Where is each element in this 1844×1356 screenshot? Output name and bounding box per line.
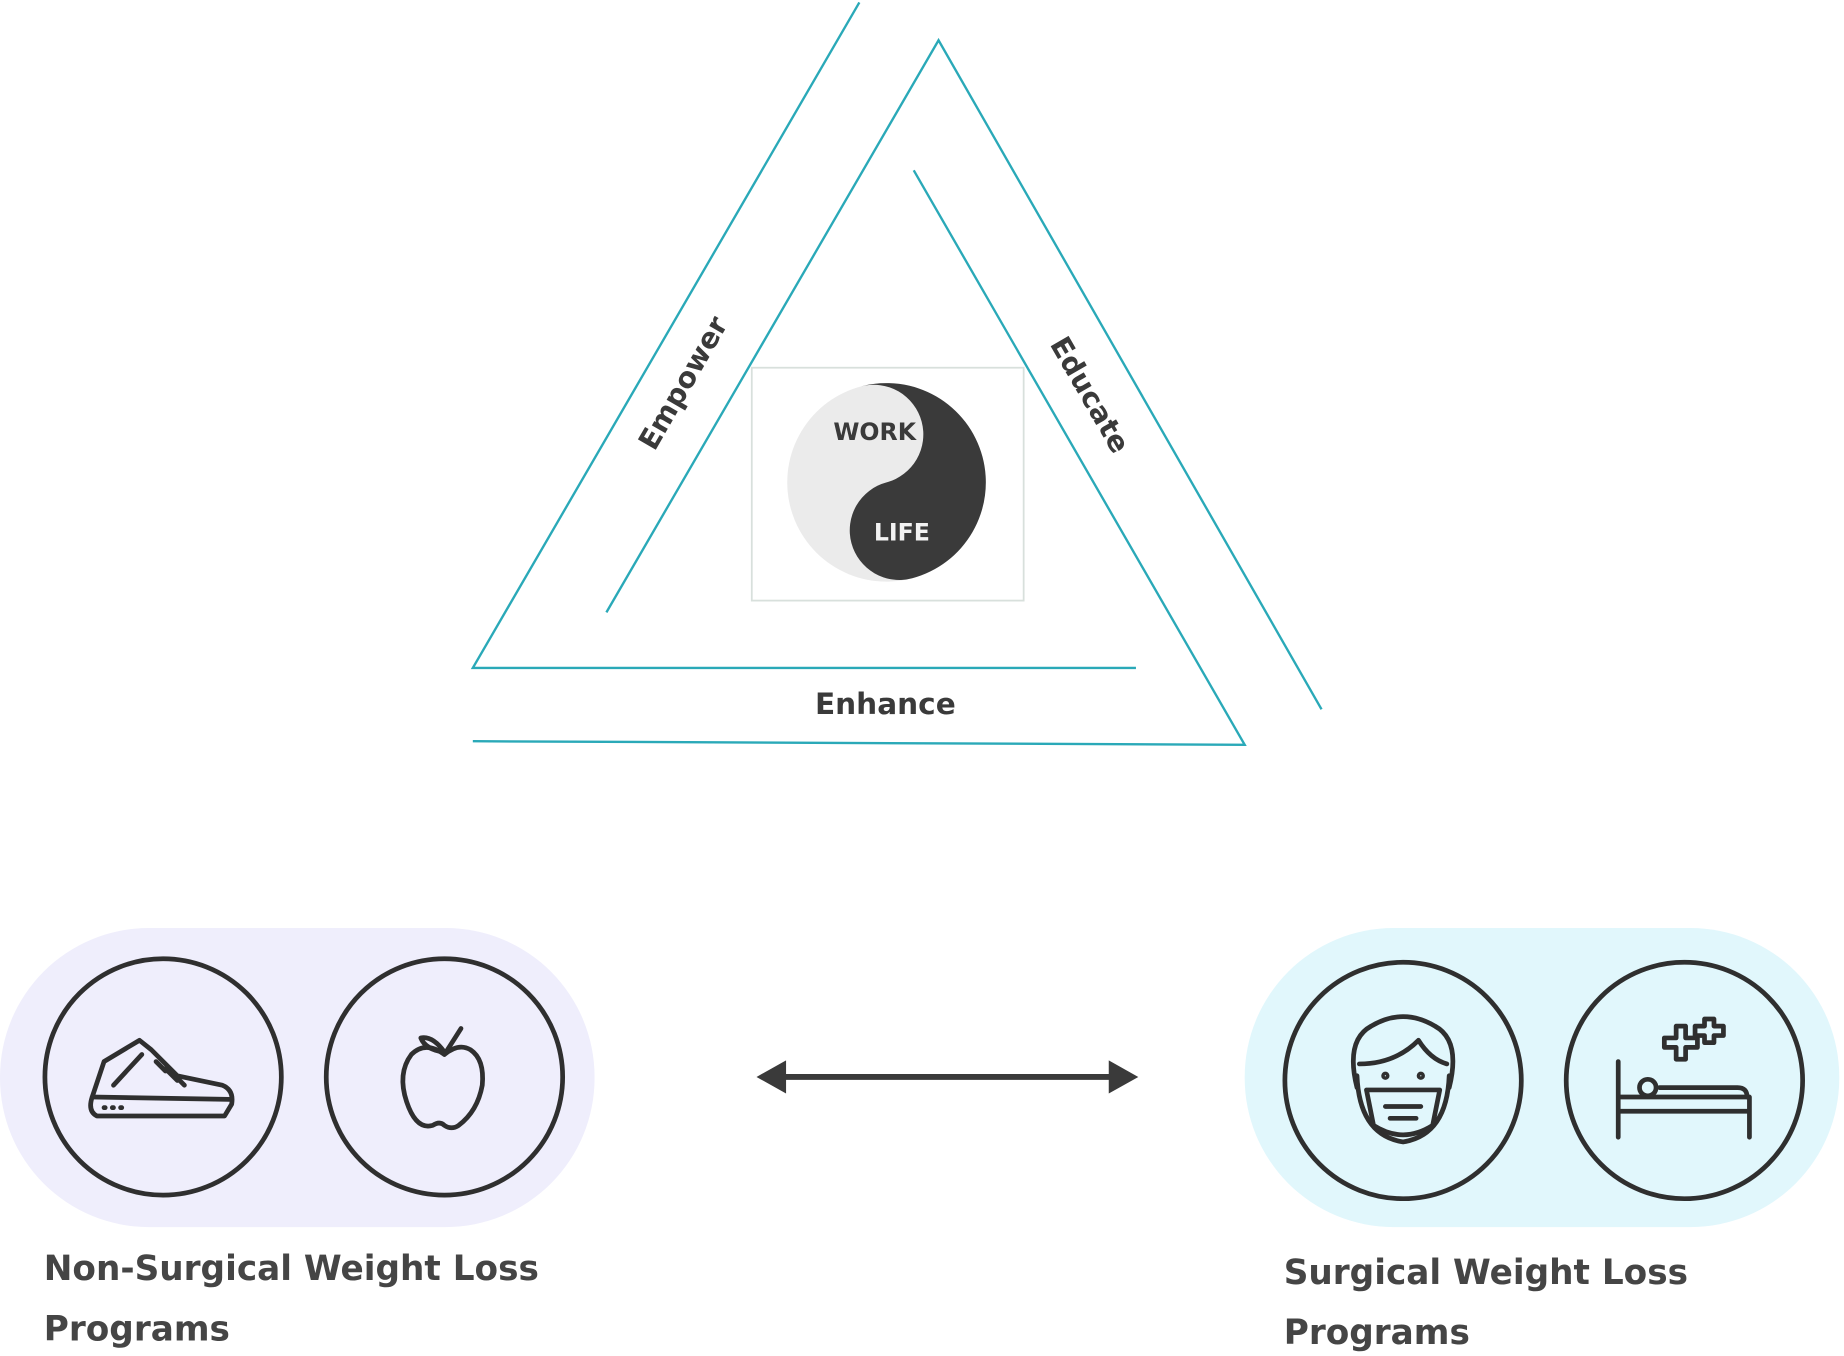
work-label: WORK bbox=[833, 418, 917, 446]
yin-yang-dark bbox=[849, 383, 986, 580]
educate-label: Educate bbox=[1043, 331, 1136, 459]
apple-icon bbox=[400, 1026, 485, 1131]
surgical-title-line2: Programs bbox=[1284, 1313, 1470, 1353]
non-surgical-title-line2: Programs bbox=[44, 1310, 230, 1350]
sneaker-icon bbox=[88, 1037, 235, 1119]
penrose-triangle bbox=[470, 1, 1323, 746]
masked-face-circle bbox=[1282, 959, 1524, 1202]
triangle-inner-line bbox=[472, 169, 1247, 746]
triangle-middle-line bbox=[605, 37, 1323, 710]
non-surgical-pill bbox=[0, 928, 595, 1228]
surgical-title: Surgical Weight Loss bbox=[1284, 1253, 1688, 1293]
surgical-group bbox=[1244, 928, 1840, 1228]
hospital-bed-icon bbox=[1615, 1016, 1752, 1140]
non-surgical-group bbox=[0, 928, 595, 1228]
non-surgical-title: Non-Surgical Weight Loss bbox=[44, 1249, 539, 1289]
sneaker-circle bbox=[42, 956, 284, 1198]
surgical-pill bbox=[1244, 928, 1840, 1228]
life-label: LIFE bbox=[874, 518, 930, 546]
apple-circle bbox=[323, 956, 566, 1198]
double-arrow-icon bbox=[756, 1060, 1139, 1094]
triangle-outer-line bbox=[470, 1, 1136, 670]
masked-face-icon bbox=[1350, 1014, 1456, 1145]
hospital-bed-circle bbox=[1563, 959, 1805, 1202]
work-life-yin-yang: WORK LIFE bbox=[750, 366, 1025, 602]
empower-label: Empower bbox=[632, 311, 735, 456]
enhance-label: Enhance bbox=[815, 687, 956, 721]
